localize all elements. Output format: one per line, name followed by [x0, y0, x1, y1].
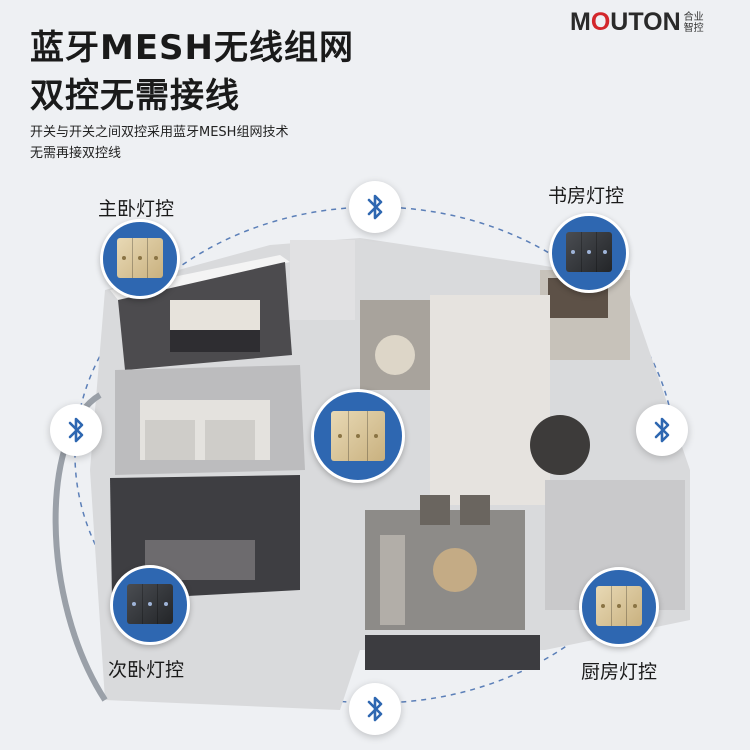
subtitle-line-2: 无需再接双控线 — [30, 146, 122, 161]
label-second-bedroom: 次卧灯控 — [108, 659, 185, 681]
front-balcony — [365, 635, 540, 670]
label-study: 书房灯控 — [548, 185, 625, 207]
master-bedroom-switch-disc — [100, 219, 180, 299]
light-switch-icon — [596, 586, 642, 626]
label-kitchen: 厨房灯控 — [581, 661, 658, 683]
bathroom-room — [290, 240, 355, 320]
headline-line-1: 蓝牙MESH无线组网 — [30, 28, 355, 68]
brand-wordmark: MOUTON — [570, 8, 681, 36]
dining-table — [530, 415, 590, 475]
bluetooth-icon — [349, 683, 401, 735]
bluetooth-icon — [349, 181, 401, 233]
bluetooth-icon — [636, 404, 688, 456]
brand-chinese-name: 合业 智控 — [683, 11, 704, 34]
hall-floor — [430, 295, 550, 505]
brand-logo: MOUTON 合业 智控 — [570, 8, 708, 37]
second-bedroom-switch-disc — [110, 565, 190, 645]
light-switch-icon — [566, 232, 612, 272]
center-switch-disc — [311, 389, 405, 483]
label-master-bedroom: 主卧灯控 — [98, 198, 175, 220]
subtitle-line-1: 开关与开关之间双控采用蓝牙MESH组网技术 — [30, 125, 289, 140]
light-switch-icon — [127, 584, 173, 624]
headline-line-2: 双控无需接线 — [30, 76, 240, 116]
bluetooth-icon — [50, 404, 102, 456]
study-switch-disc — [549, 213, 629, 293]
light-switch-icon — [331, 411, 385, 461]
light-switch-icon — [117, 238, 163, 278]
kitchen-switch-disc — [579, 567, 659, 647]
